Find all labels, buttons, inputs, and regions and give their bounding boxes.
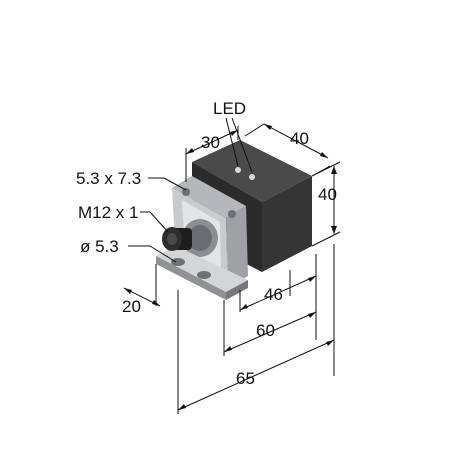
label-led: LED xyxy=(213,99,246,118)
label-depth-top: 40 xyxy=(290,129,309,148)
housing-top-face xyxy=(172,176,246,218)
housing-side-face xyxy=(226,206,248,288)
label-46: 46 xyxy=(264,285,283,304)
sensor-head-right-face xyxy=(262,176,312,272)
screw-top-right-icon xyxy=(228,210,236,218)
label-foot: 20 xyxy=(122,297,141,316)
foot-side-face xyxy=(226,280,248,300)
foot-top-face xyxy=(156,246,248,292)
dimension-lines xyxy=(123,117,341,414)
label-connector: M12 x 1 xyxy=(78,203,138,222)
label-height: 40 xyxy=(318,185,337,204)
m12-connector-pin-face xyxy=(167,233,177,245)
label-65: 65 xyxy=(236,369,255,388)
mounting-foot xyxy=(156,246,248,300)
label-slot: 5.3 x 7.3 xyxy=(76,169,141,188)
dimension-labels: LED 30 40 40 5.3 x 7.3 M12 x 1 ø 5.3 20 … xyxy=(76,99,337,388)
m12-connector xyxy=(162,227,192,251)
led-indicator-right xyxy=(249,174,255,180)
connector-inner-ring xyxy=(188,225,212,251)
label-60: 60 xyxy=(256,321,275,340)
foot-front-face xyxy=(156,256,226,300)
foot-hole-right-icon xyxy=(197,271,211,279)
label-hole: ø 5.3 xyxy=(80,237,119,256)
foot-hole-left-icon xyxy=(171,258,185,266)
screw-top-left-icon xyxy=(182,188,190,196)
label-width-top: 30 xyxy=(201,133,220,152)
led-indicator-left xyxy=(235,167,241,173)
